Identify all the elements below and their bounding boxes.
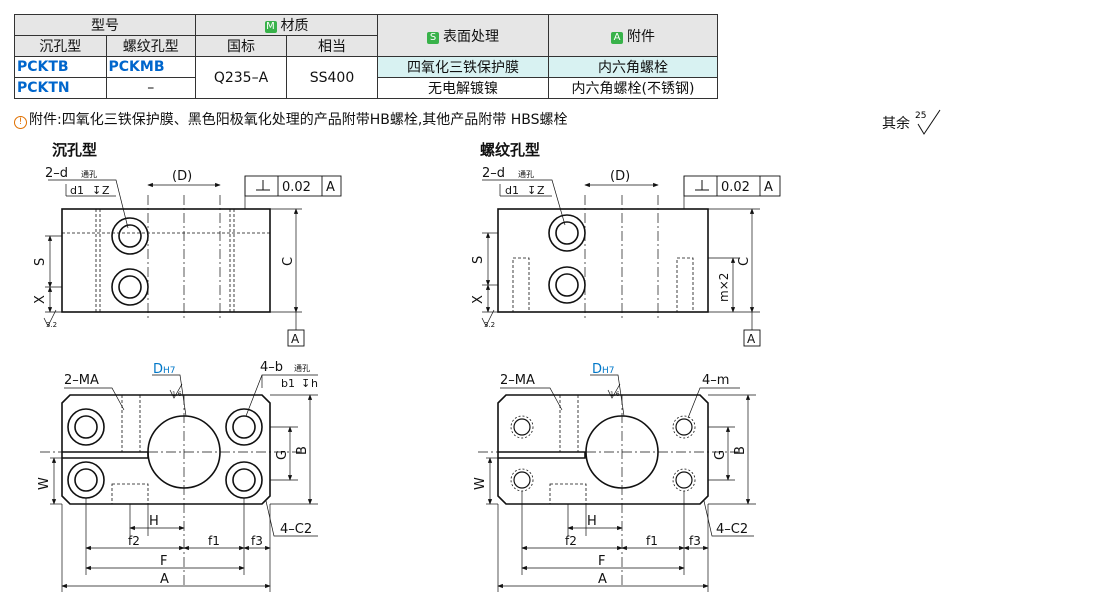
left-C-label: C (281, 257, 296, 266)
left-S-label: S (33, 258, 48, 266)
right-top-view (478, 374, 756, 592)
accessory-badge: A (611, 31, 623, 44)
right-mx2-label: m×2 (717, 273, 731, 302)
material-equiv: SS400 (286, 56, 378, 99)
right-A-label: A (598, 572, 607, 587)
left-b1-label: b1 (281, 377, 295, 390)
code-pcktb: PCKTB (14, 56, 107, 78)
left-flatness: 0.02 (282, 180, 311, 195)
accessory-note-text: 附件:四氧化三铁保护膜、黑色阳极氧化处理的产品附带HB螺栓,其他产品附带 HBS… (29, 112, 568, 128)
right-rough32: 3.2 (484, 321, 495, 329)
left-b-label: 4–b (260, 360, 283, 375)
right-MA-label: 2–MA (500, 373, 535, 388)
left-cbore-label: d1 (70, 184, 84, 197)
code-pcktn: PCKTN (14, 77, 107, 99)
right-m-label: 4–m (702, 373, 729, 388)
right-F-label: F (598, 554, 605, 569)
left-datum-ref: A (326, 180, 335, 195)
right-cbore-depth-symbol: ↧ (527, 184, 536, 197)
left-W-label: W (37, 477, 52, 490)
header-counterbore: 沉孔型 (14, 35, 107, 57)
left-G-label: G (275, 450, 290, 460)
right-cbore-z: Z (537, 184, 545, 197)
left-top-view (40, 374, 318, 592)
right-D-label: (D) (610, 169, 630, 184)
left-rough32: 3.2 (46, 321, 57, 329)
right-title: 螺纹孔型 (480, 141, 540, 159)
right-rough16: 1.6 (610, 391, 620, 398)
right-G-label: G (713, 450, 728, 460)
header-material-label: 材质 (280, 18, 309, 34)
left-datum: A (291, 332, 300, 346)
left-A-label: A (160, 572, 169, 587)
left-MA-label: 2–MA (64, 373, 99, 388)
right-f3-label: f3 (689, 534, 701, 548)
left-f1-label: f1 (208, 534, 220, 548)
right-H-label: H (587, 514, 597, 529)
left-F-label: F (160, 554, 167, 569)
material-gb: Q235–A (195, 56, 287, 99)
right-C-label: C (737, 257, 752, 266)
code-pcktn-threaded: – (105, 77, 196, 99)
header-accessory: A 附件 (548, 14, 718, 57)
right-C2-label: 4–C2 (716, 522, 748, 537)
left-B-label: B (295, 446, 310, 455)
header-model: 型号 (14, 14, 196, 36)
right-f2-label: f2 (565, 534, 577, 548)
left-D-label: (D) (172, 169, 192, 184)
header-accessory-label: 附件 (627, 28, 655, 45)
left-rough16: 1.6 (172, 391, 182, 398)
rough-label: 其余 (882, 116, 910, 132)
header-gb: 国标 (195, 35, 287, 57)
right-hole-sub: 通孔 (518, 169, 534, 179)
left-b-sub: 通孔 (294, 363, 310, 373)
right-cbore-label: d1 (505, 184, 519, 197)
right-datum: A (747, 332, 756, 346)
right-S-label: S (471, 256, 486, 264)
right-DH7-label: D (592, 362, 602, 377)
right-f1-label: f1 (646, 534, 658, 548)
right-side-view (481, 175, 781, 347)
roughness-icon: 25 (915, 109, 941, 135)
left-H7-label: H7 (163, 366, 176, 376)
general-roughness: 其余 25 (882, 108, 944, 136)
header-equiv: 相当 (286, 35, 378, 57)
surface-1: 四氧化三铁保护膜 (377, 56, 549, 78)
left-C2-label: 4–C2 (280, 522, 312, 537)
right-H7-label: H7 (602, 366, 615, 376)
left-DH7-label: D (153, 362, 163, 377)
rough-value: 25 (915, 111, 926, 121)
header-surface-label: 表面处理 (443, 28, 499, 45)
left-b1-depth-symbol: ↧ (301, 377, 310, 390)
right-X-label: X (471, 295, 486, 304)
code-pckmb: PCKMB (105, 56, 196, 78)
right-flatness: 0.02 (721, 180, 750, 195)
accessory-note: !附件:四氧化三铁保护膜、黑色阳极氧化处理的产品附带HB螺栓,其他产品附带 HB… (14, 109, 568, 129)
right-B-label: B (733, 446, 748, 455)
left-hole-sub: 通孔 (81, 169, 97, 179)
right-datum-ref: A (764, 180, 773, 195)
material-badge: M (264, 21, 277, 33)
info-icon: ! (14, 116, 27, 129)
left-X-label: X (33, 295, 48, 304)
left-hole-label: 2–d (45, 166, 68, 181)
surface-badge: S (427, 31, 439, 44)
left-f2-label: f2 (128, 534, 140, 548)
left-cbore-depth-symbol: ↧ (92, 184, 101, 197)
left-cbore-z: Z (102, 184, 110, 197)
left-b1-h: h (311, 377, 318, 390)
header-surface: S 表面处理 (377, 14, 549, 57)
left-H-label: H (149, 514, 159, 529)
surface-2: 无电解镀镍 (377, 77, 549, 99)
accessory-2: 内六角螺栓(不锈钢) (548, 77, 718, 99)
left-side-view (43, 175, 342, 347)
right-W-label: W (473, 477, 488, 490)
right-hole-label: 2–d (482, 166, 505, 181)
left-title: 沉孔型 (52, 141, 97, 159)
left-f3-label: f3 (251, 534, 263, 548)
header-threaded: 螺纹孔型 (105, 35, 196, 57)
